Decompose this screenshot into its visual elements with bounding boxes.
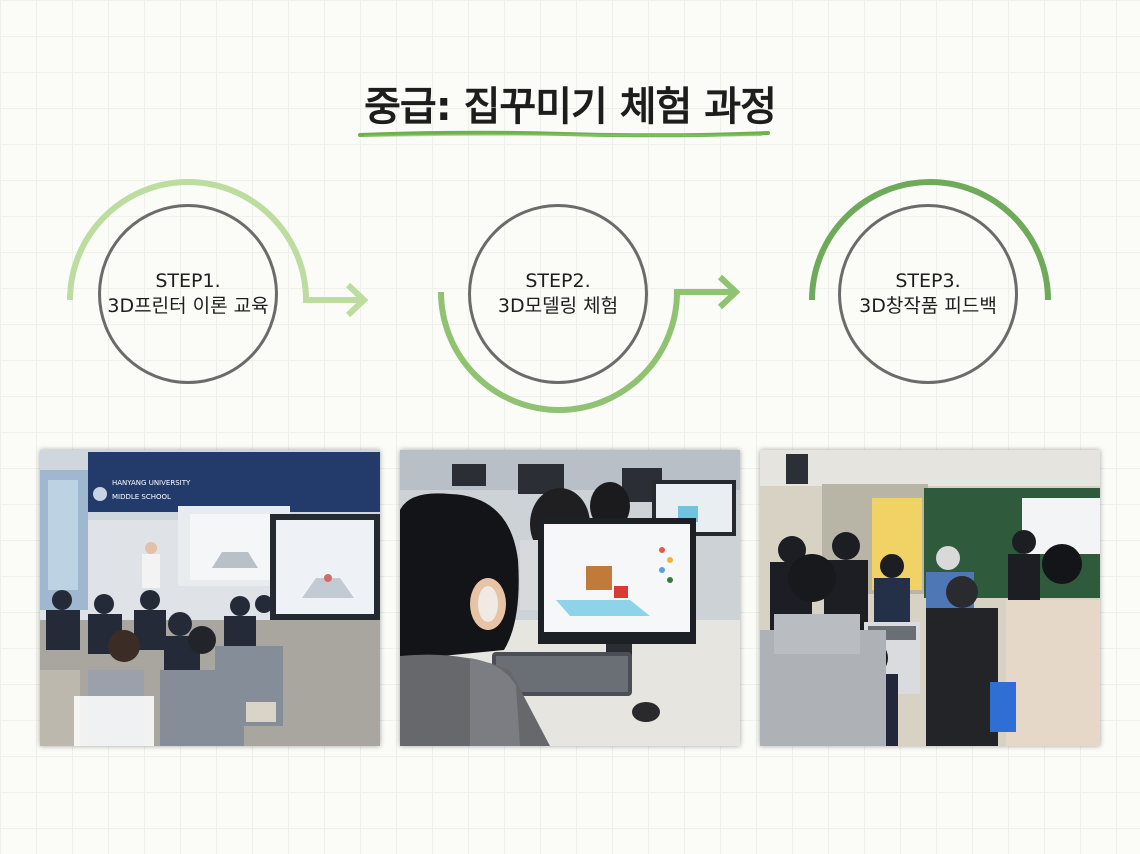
- photo-classroom-lecture: HANYANG UNIVERSITY MIDDLE SCHOOL: [40, 450, 380, 746]
- step-flow-arcs: [67, 179, 1051, 413]
- step1-arrow-head: [345, 282, 369, 318]
- step1-desc: 3D프린터 이론 교육: [107, 295, 269, 317]
- step1-label: STEP1.: [155, 270, 221, 292]
- photo-student-modeling: [400, 450, 740, 746]
- step2-desc: 3D모델링 체험: [497, 295, 619, 317]
- school-sign-line1: HANYANG UNIVERSITY: [112, 479, 191, 487]
- step2-circle: STEP2. 3D모델링 체험: [468, 204, 648, 384]
- step2-arrow-head: [717, 274, 741, 310]
- step3-desc: 3D창작품 피드백: [859, 295, 997, 317]
- step2-arc: [438, 289, 734, 413]
- title-underline: [358, 130, 770, 138]
- step3-label: STEP3.: [895, 270, 961, 292]
- step2-label: STEP2.: [525, 270, 591, 292]
- step1-arc: [67, 179, 362, 303]
- page-title: 중급: 집꾸미기 체험 과정: [364, 84, 777, 130]
- school-sign-line2: MIDDLE SCHOOL: [112, 493, 171, 501]
- photo-group-feedback: [760, 450, 1100, 746]
- step3-arc: [809, 179, 1051, 301]
- step3-circle: STEP3. 3D창작품 피드백: [838, 204, 1018, 384]
- step1-circle: STEP1. 3D프린터 이론 교육: [98, 204, 278, 384]
